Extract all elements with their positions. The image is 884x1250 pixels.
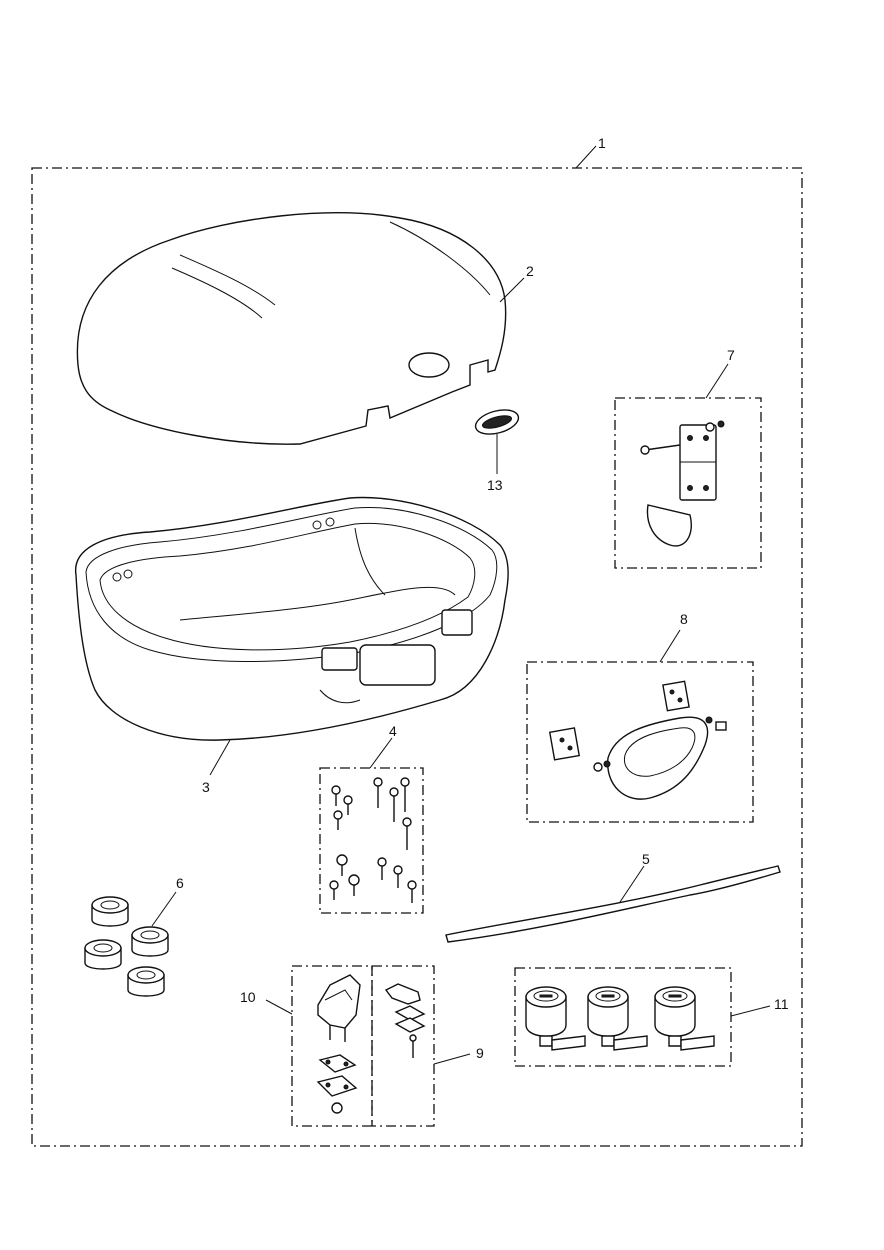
screw-kit-boundary [319, 767, 424, 914]
callout-8: 8 [680, 611, 688, 627]
leader-7 [705, 363, 729, 399]
callout-4: 4 [389, 723, 397, 739]
base-part [74, 496, 509, 741]
catch-kit-boundary [371, 965, 435, 1127]
handle-kit-boundary [526, 661, 754, 823]
callout-7: 7 [727, 347, 735, 363]
lock-kit-boundary [514, 967, 732, 1067]
leader-1 [575, 145, 597, 169]
callout-3: 3 [202, 779, 210, 795]
hinge-kit-part [640, 420, 725, 547]
callout-6: 6 [176, 875, 184, 891]
callout-13: 13 [487, 477, 503, 493]
seal-strip-part [445, 865, 781, 943]
leader-9 [433, 1053, 471, 1065]
leader-4 [369, 737, 393, 769]
leader-8 [659, 629, 681, 663]
hinge-kit-boundary [614, 397, 762, 569]
kit-boundary [31, 167, 803, 1147]
callout-10: 10 [240, 989, 256, 1005]
callout-2: 2 [526, 263, 534, 279]
callout-5: 5 [642, 851, 650, 867]
rubber-feet-part [84, 896, 169, 997]
callout-9: 9 [476, 1045, 484, 1061]
catch-kit-part [384, 983, 426, 1058]
leader-3 [209, 739, 231, 776]
handle-kit-part [548, 680, 727, 800]
leader-10 [265, 999, 293, 1015]
leader-6 [151, 891, 177, 927]
latch-kit-part [316, 974, 361, 1114]
leader-11 [730, 1005, 771, 1017]
lock-kit-part [525, 986, 715, 1051]
screw-kit-part [329, 777, 417, 903]
leader-2 [499, 277, 525, 303]
leader-5 [619, 865, 645, 903]
badge-part [474, 409, 520, 435]
callout-1: 1 [598, 135, 606, 151]
callout-11: 11 [774, 996, 789, 1012]
lid-part [76, 212, 507, 445]
